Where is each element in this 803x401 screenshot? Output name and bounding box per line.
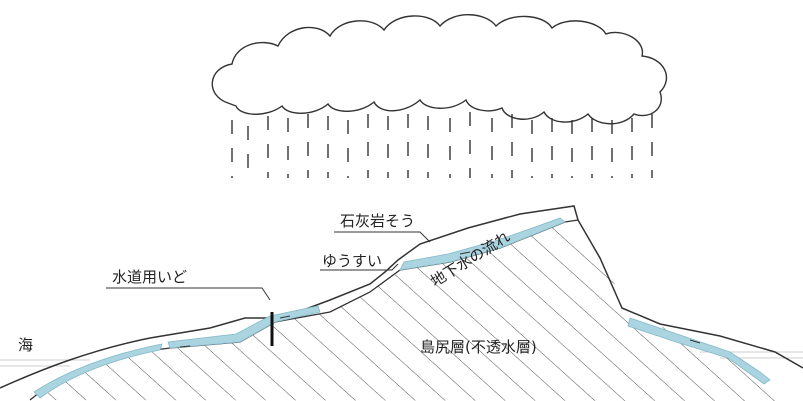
- groundwater-band-lower: [33, 343, 163, 399]
- leader-lines: [106, 231, 431, 301]
- flow-arrows: [179, 251, 701, 348]
- leader-waterworks-well: [106, 287, 271, 301]
- impermeable-layer-body: [30, 222, 775, 401]
- leader-spring: [320, 263, 399, 271]
- groundwater-band-upper: [399, 217, 566, 271]
- label-impermeable-layer: 島尻層(不透水層): [420, 338, 537, 356]
- groundwater: [33, 217, 771, 399]
- groundwater-band-right: [627, 317, 771, 385]
- label-waterworks-well: 水道用いど: [112, 268, 188, 286]
- cloud: [211, 14, 668, 125]
- label-spring: ゆうすい: [322, 252, 383, 270]
- groundwater-band-middle: [167, 305, 321, 349]
- ground-surface: [0, 205, 803, 389]
- label-sea: 海: [18, 336, 34, 354]
- rain: [231, 112, 653, 178]
- label-limestone-layer: 石灰岩そう: [340, 212, 416, 230]
- leader-limestone-layer: [334, 231, 431, 243]
